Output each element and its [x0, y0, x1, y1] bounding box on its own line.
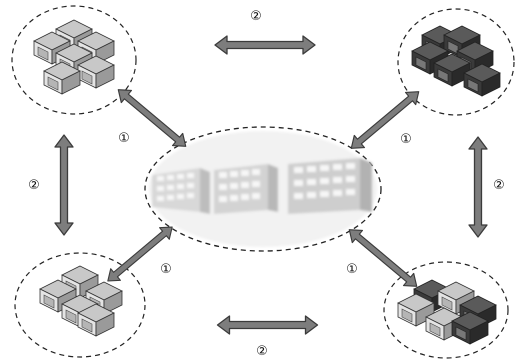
- label-left: ②: [28, 178, 40, 193]
- arrow-right: [468, 136, 488, 238]
- arrow-left: [54, 134, 74, 236]
- label-upper-left-diagonal: ①: [118, 131, 130, 146]
- bottom-left-cluster-outline: [14, 252, 146, 358]
- arrow-top: [213, 34, 317, 56]
- top-left-cluster-outline: [11, 5, 137, 115]
- top-left-warehouses: [33, 19, 115, 95]
- label-right: ②: [493, 178, 505, 193]
- label-lower-left-diagonal: ①: [160, 262, 172, 277]
- arrow-upper-right-diagonal: [345, 85, 425, 155]
- label-lower-right-diagonal: ①: [346, 262, 358, 277]
- top-right-cluster-outline: [397, 8, 515, 116]
- label-upper-right-diagonal: ①: [400, 132, 412, 147]
- center-buildings: [149, 131, 377, 247]
- label-bottom: ②: [256, 344, 268, 359]
- arrow-bottom: [215, 314, 320, 336]
- bottom-right-cluster-outline: [383, 261, 509, 359]
- arrow-lower-right-diagonal: [343, 223, 423, 293]
- center-cluster-outline: [144, 126, 382, 252]
- label-top: ②: [250, 9, 262, 24]
- bottom-right-warehouses: [397, 279, 497, 345]
- top-right-warehouses: [411, 25, 501, 97]
